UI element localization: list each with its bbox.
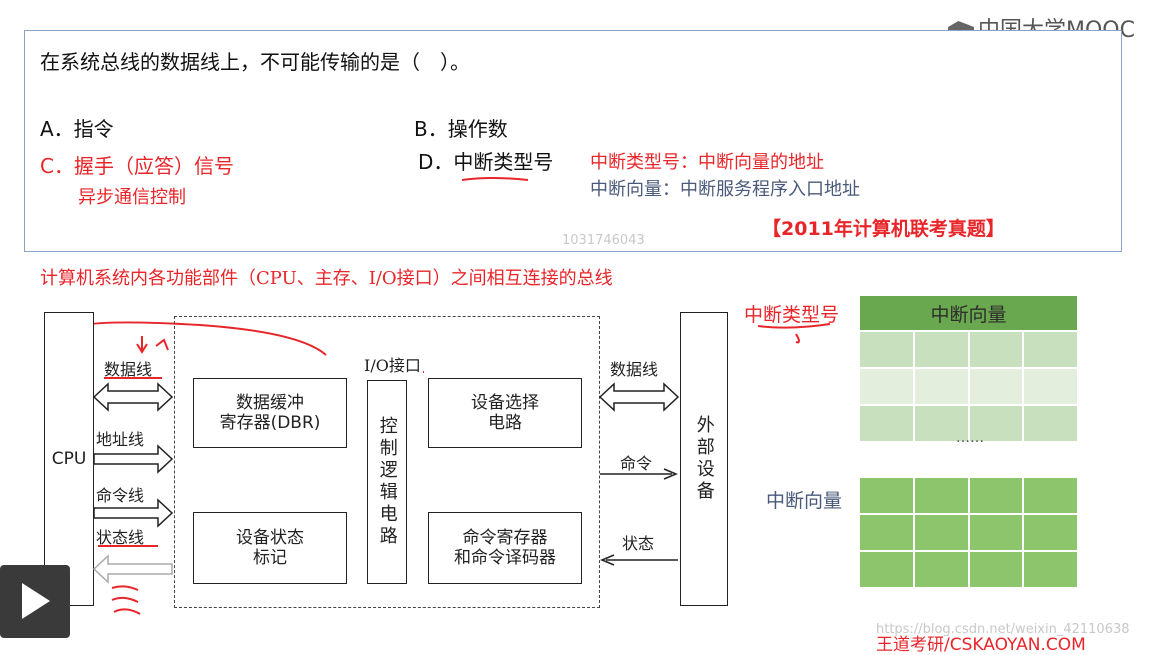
table-cell	[969, 515, 1023, 550]
table-cell	[860, 552, 913, 587]
io-interface-boundary	[174, 316, 600, 608]
table-cell	[969, 369, 1023, 404]
status-line-label: 状态线	[96, 528, 145, 547]
note-d2: 中断向量：中断服务程序入口地址	[590, 179, 860, 200]
table-cell	[860, 478, 913, 513]
table-cell	[860, 515, 913, 550]
interrupt-vector-table-top: 中断向量	[860, 296, 1077, 441]
interrupt-type-label: 中断类型号	[744, 304, 840, 326]
interrupt-vector-label: 中断向量	[766, 490, 843, 512]
table-cell	[969, 552, 1023, 587]
cpu-label: CPU	[51, 448, 87, 469]
external-device-label: 外部设备	[693, 415, 715, 503]
play-button[interactable]	[0, 565, 70, 638]
csdn-watermark: https://blog.csdn.net/weixin_42110638	[876, 622, 1130, 637]
device-select-box: 设备选择 电路	[428, 378, 582, 448]
brand-footer: 王道考研/CSKAOYAN.COM	[876, 635, 1086, 655]
status-right-label: 状态	[622, 534, 655, 553]
question-source: 【2011年计算机联考真题】	[762, 218, 1005, 240]
table-ellipsis: ……	[956, 430, 984, 446]
control-logic-label: 控制逻辑电路	[376, 416, 398, 548]
external-device-box: 外部设备	[680, 312, 728, 606]
command-register-box: 命令寄存器 和命令译码器	[428, 512, 582, 584]
table-header: 中断向量	[860, 296, 1077, 330]
table-cell	[969, 478, 1023, 513]
table-cell	[860, 332, 913, 367]
table-top-grid	[860, 332, 1077, 441]
center-watermark: 1031746043	[562, 233, 645, 248]
table-cell	[1024, 515, 1077, 550]
note-d1: 中断类型号：中断向量的地址	[590, 152, 824, 173]
command-line-label: 命令线	[96, 486, 145, 505]
cpu-box: CPU	[44, 312, 94, 606]
table-cell	[860, 406, 913, 441]
option-c: C．握手（应答）信号	[40, 154, 234, 178]
option-b: B．操作数	[414, 117, 508, 141]
table-header-label: 中断向量	[930, 303, 1007, 326]
device-select-label: 设备选择 电路	[471, 392, 539, 433]
option-d: D．中断类型号	[418, 150, 554, 174]
dbr-label: 数据缓冲 寄存器(DBR)	[219, 392, 321, 433]
play-icon	[22, 583, 50, 619]
dbr-box: 数据缓冲 寄存器(DBR)	[193, 378, 347, 448]
status-flag-label: 设备状态 标记	[236, 527, 304, 568]
table-cell	[914, 552, 968, 587]
control-logic-box: 控制逻辑电路	[367, 380, 407, 584]
table-cell	[914, 515, 968, 550]
question-stem: 在系统总线的数据线上，不可能传输的是（ ）。	[40, 50, 470, 74]
table-cell	[914, 369, 968, 404]
table-cell	[1024, 478, 1077, 513]
table-cell	[1024, 552, 1077, 587]
command-right-label: 命令	[620, 454, 653, 473]
io-interface-label: I/O接口	[362, 352, 423, 376]
table-cell	[1024, 369, 1077, 404]
table-cell	[860, 369, 913, 404]
note-c: 异步通信控制	[78, 187, 186, 208]
status-flag-box: 设备状态 标记	[193, 512, 347, 584]
table-cell	[1024, 332, 1077, 367]
question-box	[24, 30, 1122, 252]
table-cell	[969, 406, 1023, 441]
interrupt-vector-table-bottom	[860, 478, 1077, 587]
command-register-label: 命令寄存器 和命令译码器	[454, 527, 556, 568]
data-line-left-label: 数据线	[104, 360, 153, 379]
data-line-right-label: 数据线	[610, 360, 659, 379]
table-cell	[1024, 406, 1077, 441]
address-line-label: 地址线	[96, 430, 145, 449]
table-cell	[969, 332, 1023, 367]
option-a: A．指令	[40, 117, 114, 141]
table-cell	[914, 406, 968, 441]
table-cell	[914, 478, 968, 513]
table-cell	[914, 332, 968, 367]
diagram-caption: 计算机系统内各功能部件（CPU、主存、I/O接口）之间相互连接的总线	[40, 268, 613, 289]
